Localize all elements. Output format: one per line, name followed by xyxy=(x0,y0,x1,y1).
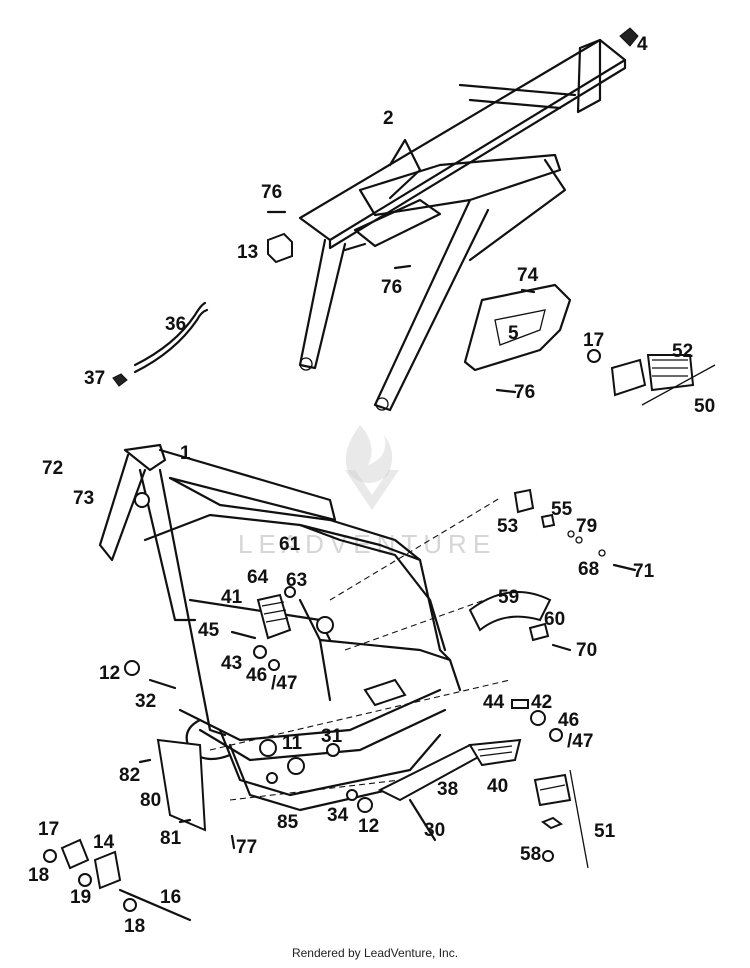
label-part-64: 64 xyxy=(247,567,269,588)
label-part-18b: 18 xyxy=(124,916,145,937)
label-part-76a: 76 xyxy=(261,182,282,203)
label-part-43: 43 xyxy=(221,653,242,674)
label-part-63: 63 xyxy=(286,570,307,591)
label-part-40: 40 xyxy=(487,776,508,797)
label-part-46a: 46 xyxy=(246,665,267,686)
label-part-55: 55 xyxy=(551,499,573,520)
label-part-81: 81 xyxy=(160,828,182,849)
part-80-cover xyxy=(138,738,236,850)
label-part-32: 32 xyxy=(135,691,156,712)
label-part-42: 42 xyxy=(531,692,552,713)
label-part-17b: 17 xyxy=(38,819,59,840)
label-part-50: 50 xyxy=(694,396,715,417)
label-part-76b: 76 xyxy=(381,277,402,298)
label-part-34: 34 xyxy=(327,805,349,826)
part-13-block xyxy=(266,210,412,270)
label-part-73: 73 xyxy=(73,488,94,509)
label-part-37: 37 xyxy=(84,368,105,389)
label-part-38: 38 xyxy=(437,779,458,800)
label-part-58: 58 xyxy=(520,844,541,865)
label-part-4: 4 xyxy=(637,34,648,55)
label-part-47b: /47 xyxy=(567,731,593,752)
part-38-brake-lever xyxy=(377,738,522,842)
label-part-44: 44 xyxy=(483,692,505,713)
label-part-18a: 18 xyxy=(28,865,49,886)
part-53-bushing xyxy=(209,488,637,801)
part-51-kit xyxy=(533,769,589,869)
label-part-80: 80 xyxy=(140,790,161,811)
part-42-hardware xyxy=(511,699,563,742)
label-part-72: 72 xyxy=(42,458,63,479)
part-14-bracket xyxy=(43,838,192,922)
label-part-60: 60 xyxy=(544,609,565,630)
label-part-79: 79 xyxy=(576,516,597,537)
label-part-47a: /47 xyxy=(271,673,297,694)
label-part-74: 74 xyxy=(517,265,539,286)
part-50-footpeg xyxy=(587,349,716,406)
label-part-68: 68 xyxy=(578,559,599,580)
watermark-logo: LEADVENTURE xyxy=(238,425,496,559)
subframe-part xyxy=(298,38,627,412)
label-part-16: 16 xyxy=(160,887,181,908)
label-part-76c: 76 xyxy=(514,382,535,403)
label-part-41: 41 xyxy=(221,587,243,608)
watermark-text: LEADVENTURE xyxy=(238,529,496,559)
label-part-1: 1 xyxy=(180,443,191,464)
label-part-31: 31 xyxy=(321,726,343,747)
label-part-71: 71 xyxy=(633,561,655,582)
label-part-11: 11 xyxy=(282,733,303,754)
label-part-14: 14 xyxy=(93,832,115,853)
label-part-53: 53 xyxy=(497,516,518,537)
label-part-82: 82 xyxy=(119,765,140,786)
part-4-cap xyxy=(619,27,639,47)
label-part-70: 70 xyxy=(576,640,597,661)
label-part-59: 59 xyxy=(498,587,519,608)
label-part-46b: 46 xyxy=(558,710,579,731)
label-part-45: 45 xyxy=(198,620,220,641)
label-part-12b: 12 xyxy=(358,816,379,837)
label-part-5: 5 xyxy=(508,323,519,344)
label-part-61: 61 xyxy=(279,534,301,555)
part-41-footpeg xyxy=(230,586,296,671)
main-frame-part xyxy=(98,443,462,812)
label-part-17a: 17 xyxy=(583,330,604,351)
label-part-36: 36 xyxy=(165,314,186,335)
label-part-2: 2 xyxy=(383,108,394,129)
part-59-bracket xyxy=(468,591,572,652)
label-part-30: 30 xyxy=(424,820,445,841)
label-part-85: 85 xyxy=(277,812,299,833)
part-labels: 4 2 76 13 76 74 36 5 17 52 37 76 50 1 72… xyxy=(28,34,715,937)
bushings-lower xyxy=(124,660,373,813)
label-part-12a: 12 xyxy=(99,663,120,684)
label-part-51: 51 xyxy=(594,821,616,842)
footer-credit: Rendered by LeadVenture, Inc. xyxy=(291,946,459,960)
part-36-hose xyxy=(112,301,209,387)
label-part-52: 52 xyxy=(672,341,693,362)
label-part-13: 13 xyxy=(237,242,258,263)
part-5-guard xyxy=(463,283,572,394)
label-part-19: 19 xyxy=(70,887,91,908)
label-part-77: 77 xyxy=(236,837,257,858)
